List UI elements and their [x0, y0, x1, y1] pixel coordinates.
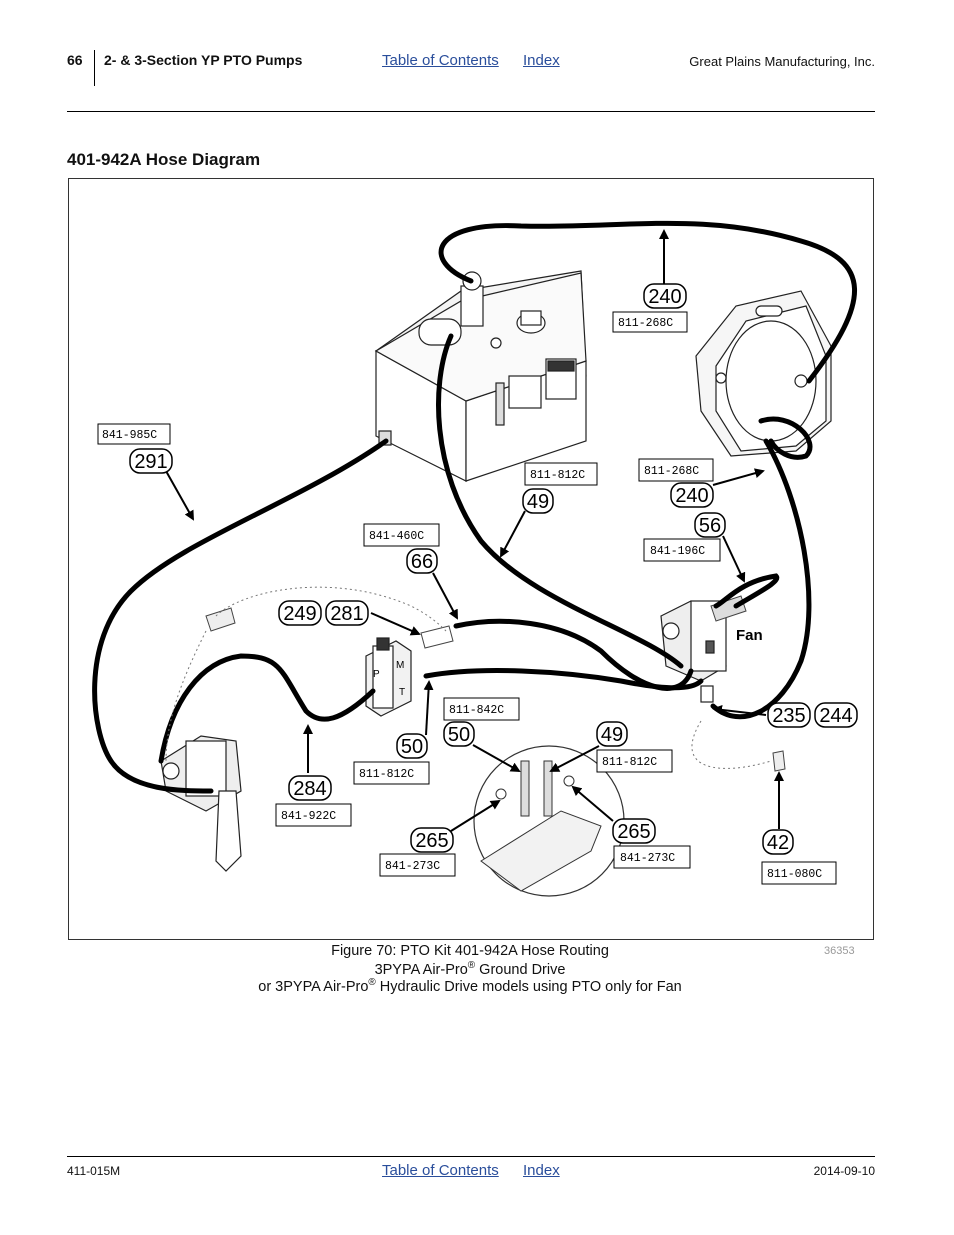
- part-841-460c: 841-460C: [369, 530, 424, 543]
- footer-toc-link[interactable]: Table of Contents: [382, 1162, 499, 1179]
- callout-50-right: 50: [448, 724, 470, 746]
- callout-281: 281: [330, 603, 363, 625]
- part-811-842c: 811-842C: [449, 704, 504, 717]
- hose-56: [713, 573, 780, 609]
- part-811-268c-lower: 811-268C: [644, 465, 699, 478]
- hydraulic-tank: [374, 270, 587, 482]
- part-841-273c-right: 841-273C: [620, 852, 675, 865]
- callout-291: 291: [134, 451, 167, 473]
- callout-49-upper: 49: [527, 491, 549, 513]
- callouts: 240 291 49 240 56 66 249 281 235 244 50 …: [129, 283, 858, 855]
- callout-56: 56: [699, 515, 721, 537]
- figure-frame: M P T: [68, 178, 874, 940]
- fittings: [205, 595, 786, 772]
- header-index-link[interactable]: Index: [523, 52, 560, 69]
- callout-66: 66: [411, 551, 433, 573]
- hose-240-lower: [710, 438, 812, 720]
- header-divider: [94, 50, 95, 86]
- section-name: 2- & 3-Section YP PTO Pumps: [104, 52, 303, 68]
- page-number: 66: [67, 52, 83, 68]
- part-841-922c: 841-922C: [281, 810, 336, 823]
- publication-date: 2014-09-10: [813, 1164, 875, 1178]
- header-toc-link[interactable]: Table of Contents: [382, 52, 499, 69]
- callout-42: 42: [767, 832, 789, 854]
- caption-line-3: or 3PYPA Air-Pro® Hydraulic Drive models…: [258, 977, 682, 995]
- callout-284: 284: [293, 778, 326, 800]
- caption-line-1: Figure 70: PTO Kit 401-942A Hose Routing: [331, 943, 609, 959]
- valve-port-p: P: [373, 669, 380, 680]
- callout-265-right: 265: [617, 821, 650, 843]
- callout-240-top: 240: [648, 286, 681, 308]
- callout-265-left: 265: [415, 830, 448, 852]
- callout-49-lower: 49: [601, 724, 623, 746]
- header-rule: [67, 111, 875, 112]
- part-841-196c: 841-196C: [650, 545, 705, 558]
- caption-line-2: 3PYPA Air-Pro® Ground Drive: [374, 960, 566, 978]
- hose-fan-loop: [758, 416, 813, 460]
- company-name: Great Plains Manufacturing, Inc.: [689, 54, 875, 69]
- hose-291: [92, 438, 389, 794]
- part-811-812c-left: 811-812C: [359, 768, 414, 781]
- part-841-273c-left: 841-273C: [385, 860, 440, 873]
- part-811-812c-upper: 811-812C: [530, 469, 585, 482]
- dotted-lines: [165, 586, 772, 769]
- figure-id: 36353: [824, 945, 855, 957]
- callout-240-lower: 240: [675, 485, 708, 507]
- hose-240-top: [438, 220, 857, 384]
- hose-284: [158, 653, 376, 764]
- valve-port-m: M: [396, 660, 404, 671]
- part-811-812c-right: 811-812C: [602, 756, 657, 769]
- hose-50: [423, 668, 704, 691]
- part-811-080c: 811-080C: [767, 868, 822, 881]
- part-841-985c: 841-985C: [102, 429, 157, 442]
- hose-49: [436, 333, 684, 669]
- control-valve: M P T: [365, 637, 412, 717]
- hose-diagram: M P T: [92, 220, 858, 897]
- part-labels: 811-268C 841-985C 811-812C 811-268C 841-…: [97, 311, 837, 885]
- fan-label: Fan: [736, 627, 763, 644]
- pto-pump: [160, 735, 242, 872]
- part-811-268c-top: 811-268C: [618, 317, 673, 330]
- doc-number: 411-015M: [67, 1164, 121, 1178]
- callout-249: 249: [283, 603, 316, 625]
- callout-235: 235: [772, 705, 805, 727]
- inset-detail: [473, 745, 625, 897]
- hose-66: [453, 618, 694, 691]
- valve-port-t: T: [399, 687, 405, 698]
- section-title: 401-942A Hose Diagram: [67, 150, 261, 169]
- hoses: [92, 220, 857, 794]
- footer-index-link[interactable]: Index: [523, 1162, 560, 1179]
- callout-50-left: 50: [401, 736, 423, 758]
- callout-244: 244: [819, 705, 852, 727]
- footer-rule: [67, 1156, 875, 1157]
- leaders: [165, 229, 784, 832]
- fan-housing: [695, 290, 832, 457]
